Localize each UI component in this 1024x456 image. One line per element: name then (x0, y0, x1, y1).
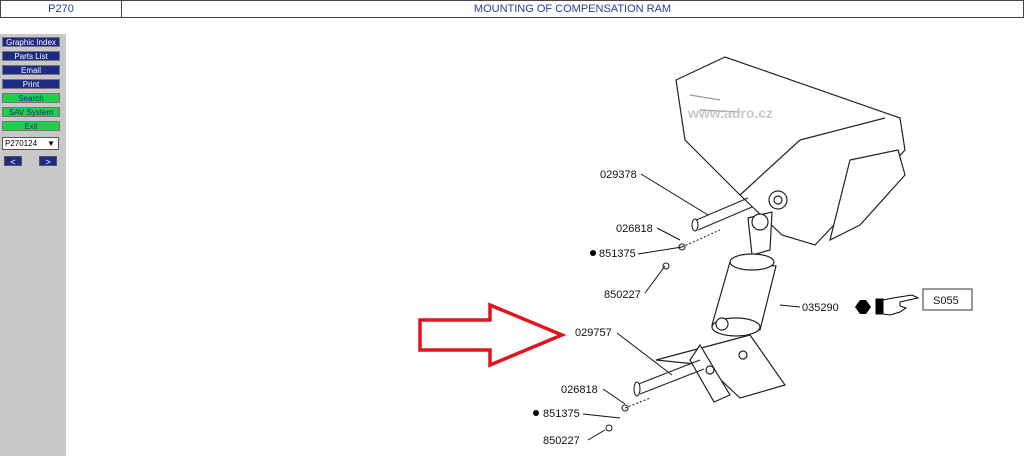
part-label-026818-bottom[interactable]: 026818 (561, 384, 598, 396)
page-select-value: P270124 (5, 139, 38, 148)
part-label-026818-top[interactable]: 026818 (616, 223, 653, 235)
parts-list-button[interactable]: Parts List (2, 51, 60, 61)
search-button[interactable]: Search (2, 93, 60, 103)
exit-button[interactable]: Exit (2, 121, 60, 131)
red-arrow-icon (418, 302, 567, 368)
part-label-850227-top[interactable]: 850227 (604, 289, 641, 301)
email-button[interactable]: Email (2, 65, 60, 75)
part-label-035290[interactable]: 035290 (802, 302, 839, 314)
prev-page-button[interactable]: < (4, 156, 22, 167)
page-select[interactable]: P270124 ▼ (2, 137, 59, 150)
dropdown-arrow-icon: ▼ (47, 139, 55, 148)
hexagon-icon (855, 300, 871, 314)
print-button[interactable]: Print (2, 79, 60, 89)
bullet-icon (590, 250, 596, 256)
page-title: MOUNTING OF COMPENSATION RAM (473, 3, 672, 15)
sidebar: Graphic Index Parts List Email Print Sea… (0, 34, 66, 456)
next-page-button[interactable]: > (39, 156, 57, 167)
page-header: P270 MOUNTING OF COMPENSATION RAM (0, 0, 1024, 18)
part-label-851375-bottom[interactable]: 851375 (543, 408, 580, 420)
part-label-851375-top[interactable]: 851375 (599, 248, 636, 260)
part-label-029378[interactable]: 029378 (600, 169, 637, 181)
leader-lines (582, 173, 801, 441)
sav-system-button[interactable]: SAV System (2, 107, 60, 117)
bullet-icon (533, 410, 539, 416)
graphic-index-button[interactable]: Graphic Index (2, 37, 60, 47)
pointing-hand-icon (875, 294, 920, 316)
part-label-850227-bottom[interactable]: 850227 (543, 435, 580, 447)
part-label-029757[interactable]: 029757 (575, 327, 612, 339)
reference-label: S055 (933, 295, 959, 307)
watermark: www.adro.cz (687, 105, 773, 121)
page-code: P270 (1, 1, 122, 17)
bracket-drawing (655, 334, 786, 403)
housing-drawing (675, 56, 906, 246)
reference-box[interactable] (922, 288, 973, 311)
ram-drawing (711, 211, 777, 337)
